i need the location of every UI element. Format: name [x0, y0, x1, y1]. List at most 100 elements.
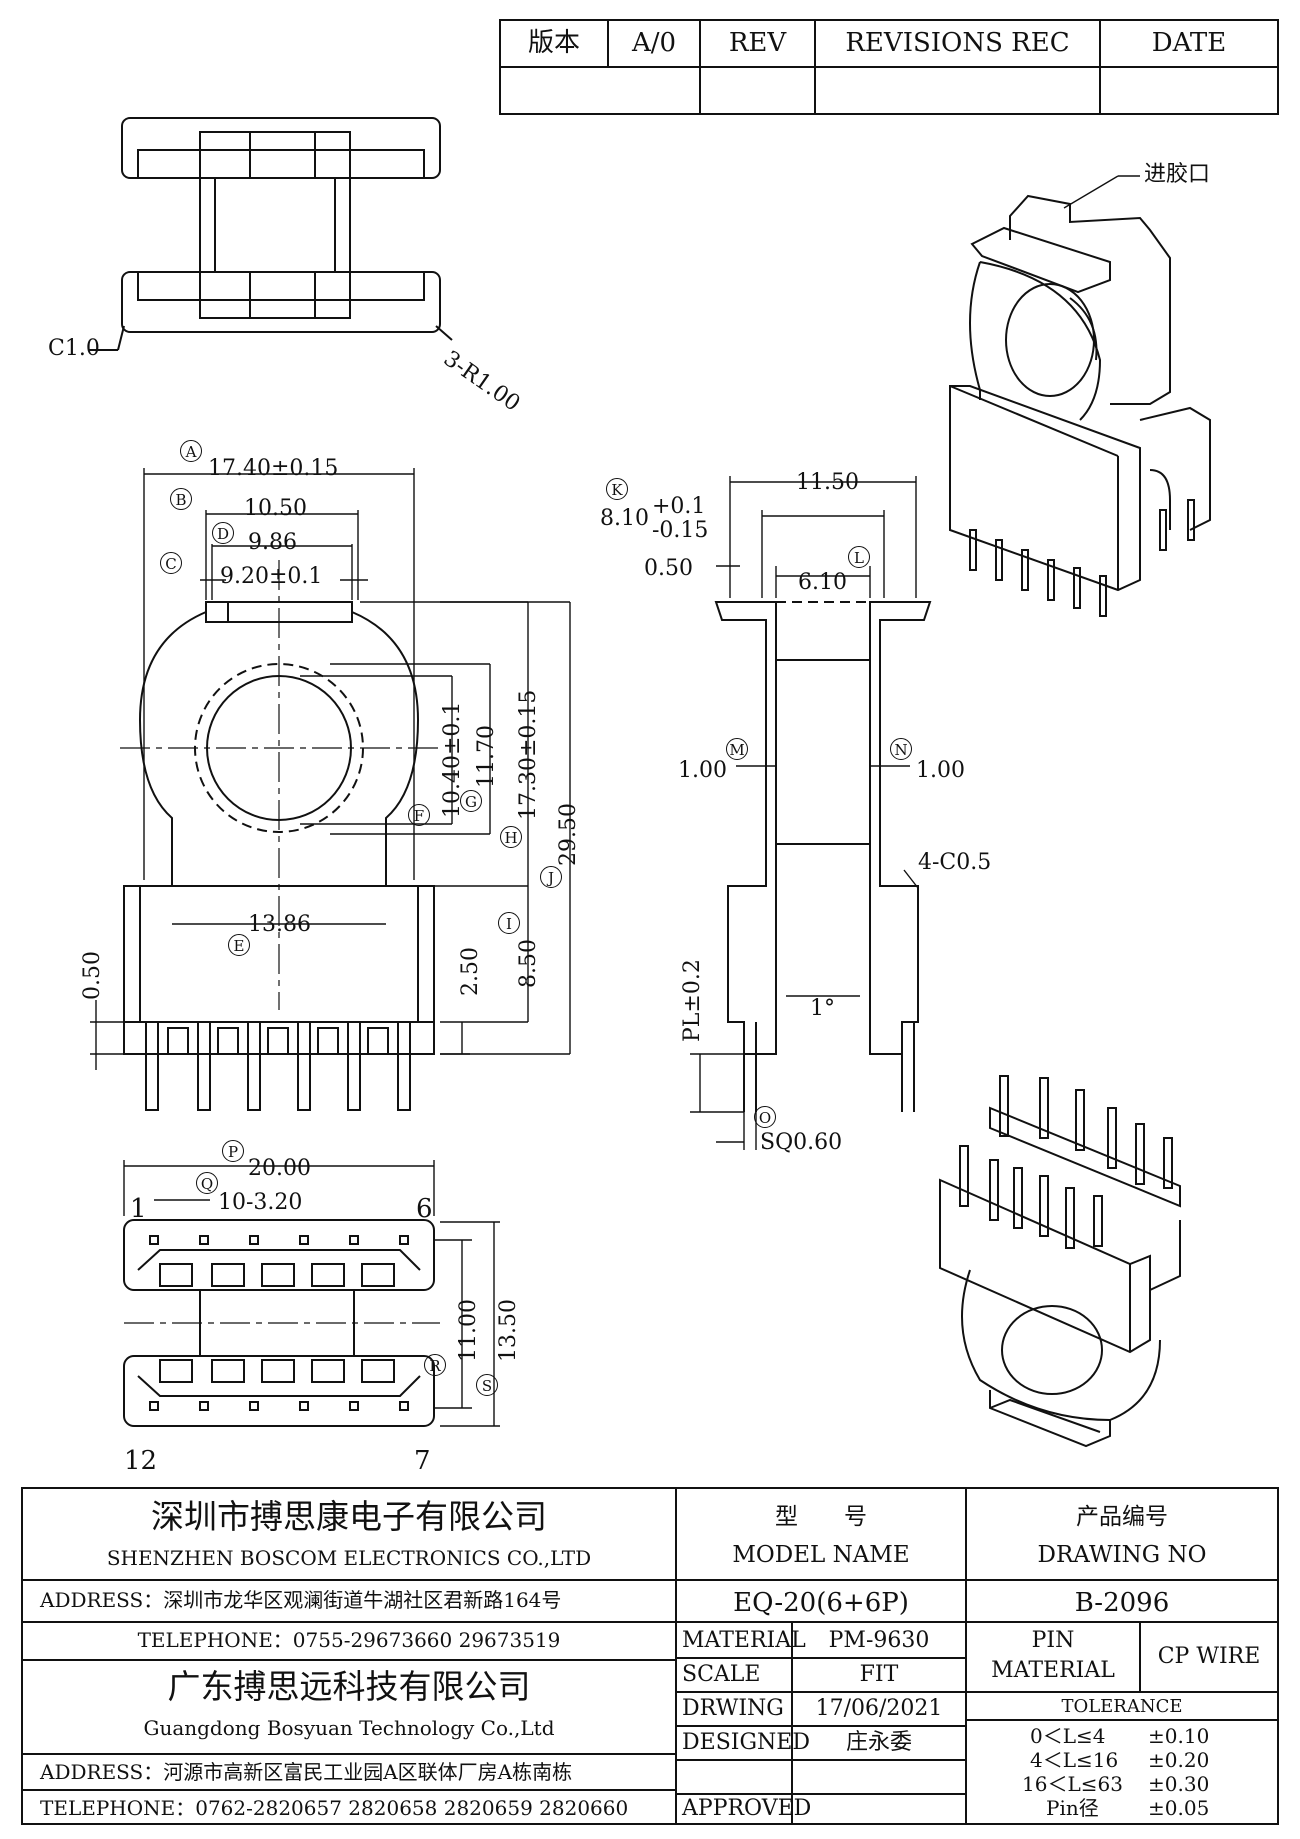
- dim-K-minus: -0.15: [652, 518, 709, 543]
- top-view-drawing: [88, 117, 453, 351]
- dim-base-offset: 0.50: [80, 951, 105, 1000]
- pin-12: 12: [124, 1446, 158, 1476]
- drawing-no-label-en: DRAWING NO: [1037, 1542, 1207, 1568]
- dim-flange: 0.50: [644, 556, 693, 581]
- iso-view-lower: [939, 1075, 1181, 1448]
- dim-E: 13.86: [248, 912, 311, 937]
- label-G: G: [460, 790, 482, 812]
- label-F: F: [408, 804, 430, 826]
- approved-label: APPROVED: [682, 1796, 812, 1821]
- dim-side-width: 11.50: [796, 470, 859, 495]
- pin-material-label-1: PIN: [1031, 1628, 1075, 1653]
- pin-material-value: CP WIRE: [1157, 1644, 1261, 1669]
- telephone2: TELEPHONE：0762-2820657 2820658 2820659 2…: [40, 1796, 629, 1820]
- tolerance-header: TOLERANCE: [1061, 1696, 1183, 1717]
- date-header: DATE: [1151, 28, 1227, 58]
- title-block-frame: [21, 1487, 1279, 1825]
- dim-N: 1.00: [916, 758, 965, 783]
- dim-M: 1.00: [678, 758, 727, 783]
- dim-angle: 1°: [810, 996, 835, 1021]
- label-H: H: [500, 826, 522, 848]
- model-label-en: MODEL NAME: [732, 1542, 910, 1568]
- dim-Q: 10-3.20: [218, 1190, 303, 1215]
- gate-label: 进胶口: [1144, 162, 1211, 187]
- tolerance-range-4: Pin径: [1046, 1796, 1099, 1820]
- chamfer-note: C1.0: [48, 336, 100, 361]
- tolerance-range-3: 16＜L≤63: [1022, 1772, 1123, 1796]
- address2: ADDRESS：河源市高新区富民工业园A区联体厂房A栋南栋: [40, 1760, 573, 1784]
- dim-D: 9.86: [248, 530, 297, 555]
- designed-value: 庄永委: [845, 1730, 912, 1755]
- rev-header: REV: [728, 28, 787, 58]
- label-C: C: [160, 552, 182, 574]
- pin-1: 1: [130, 1194, 147, 1224]
- company2-cn: 广东搏思远科技有限公司: [167, 1667, 531, 1706]
- label-A: A: [180, 440, 202, 462]
- telephone1: TELEPHONE：0755-29673660 29673519: [137, 1628, 561, 1652]
- dim-S: 13.50: [496, 1299, 521, 1362]
- dim-B: 10.50: [244, 496, 307, 521]
- tolerance-value-1: ±0.10: [1148, 1724, 1210, 1748]
- tolerance-value-2: ±0.20: [1148, 1748, 1210, 1772]
- company2-en: Guangdong Bosyuan Technology Co.,Ltd: [143, 1716, 555, 1740]
- pin-7: 7: [414, 1446, 431, 1476]
- drawing-label: DRWING: [682, 1696, 784, 1721]
- drawing-date: 17/06/2021: [815, 1696, 943, 1721]
- pin-6: 6: [416, 1194, 433, 1224]
- version-label: 版本: [527, 28, 580, 58]
- tolerance-value-4: ±0.05: [1148, 1796, 1210, 1820]
- dim-J: 29.50: [556, 803, 581, 866]
- label-I: I: [498, 912, 520, 934]
- dim-A: 17.40±0.15: [208, 456, 339, 481]
- dim-O: SQ0.60: [760, 1130, 843, 1155]
- bottom-view-drawing: [123, 1160, 500, 1427]
- dim-G: 11.70: [474, 725, 499, 788]
- pin-material-label-2: MATERIAL: [991, 1658, 1115, 1683]
- label-Q: Q: [196, 1172, 218, 1194]
- label-B: B: [170, 488, 192, 510]
- label-L: L: [848, 546, 870, 568]
- drawing-no-label-cn: 产品编号: [1076, 1504, 1168, 1530]
- iso-view-upper: [949, 175, 1211, 617]
- front-view-drawing: [90, 468, 571, 1111]
- label-E: E: [228, 934, 250, 956]
- material-value: PM-9630: [828, 1628, 930, 1653]
- company1-en: SHENZHEN BOSCOM ELECTRONICS CO.,LTD: [106, 1546, 592, 1570]
- label-P: P: [222, 1140, 244, 1162]
- label-N: N: [890, 738, 912, 760]
- drawing-no-value: B-2096: [1074, 1588, 1170, 1618]
- dim-pin-height: 2.50: [458, 947, 483, 996]
- dim-K-main: 8.10: [600, 506, 649, 531]
- address1: ADDRESS：深圳市龙华区观澜街道牛湖社区君新路164号: [40, 1588, 562, 1612]
- label-R: R: [424, 1354, 446, 1376]
- dim-H: 17.30±0.15: [516, 689, 541, 820]
- dim-chamfer-side: 4-C0.5: [918, 850, 992, 875]
- revisions-header: REVISIONS REC: [845, 28, 1070, 58]
- dim-C: 9.20±0.1: [220, 564, 323, 589]
- dim-K-plus: +0.1: [652, 494, 706, 519]
- label-S: S: [476, 1374, 498, 1396]
- tolerance-range-1: 0＜L≤4: [1030, 1724, 1106, 1748]
- dim-L: 6.10: [798, 570, 847, 595]
- material-label: MATERIAL: [682, 1628, 806, 1653]
- dim-R: 11.00: [456, 1299, 481, 1362]
- side-view-drawing: [690, 476, 932, 1150]
- label-M: M: [726, 738, 748, 760]
- label-O: O: [754, 1106, 776, 1128]
- revision-block-frame: [499, 19, 1279, 115]
- dim-I: 8.50: [516, 939, 541, 988]
- tolerance-range-2: 4＜L≤16: [1030, 1748, 1119, 1772]
- scale-label: SCALE: [682, 1662, 761, 1687]
- version-value: A/0: [631, 28, 677, 58]
- tolerance-value-3: ±0.30: [1148, 1772, 1210, 1796]
- dim-PL: PL±0.2: [680, 959, 705, 1042]
- company1-cn: 深圳市搏思康电子有限公司: [151, 1497, 547, 1536]
- dim-P: 20.00: [248, 1156, 311, 1181]
- label-D: D: [212, 522, 234, 544]
- designed-label: DESIGNED: [682, 1730, 810, 1755]
- label-J: J: [540, 866, 562, 888]
- model-value: EQ-20(6+6P): [733, 1588, 909, 1618]
- model-label-cn: 型 号: [775, 1504, 867, 1530]
- scale-value: FIT: [859, 1662, 899, 1687]
